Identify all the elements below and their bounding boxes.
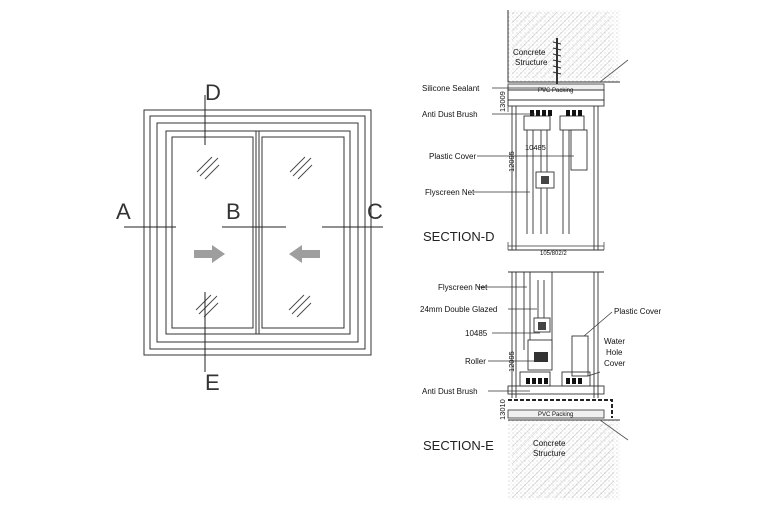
frame-line-3 [156, 122, 359, 343]
section-e-concrete-line1: Concrete [533, 439, 566, 448]
section-d-title: SECTION-D [423, 229, 495, 244]
section-d-concrete-line1: Concrete [513, 48, 546, 57]
label-water-line1: Water [604, 337, 625, 346]
section-e-label-plastic-cover: Plastic Cover [614, 307, 661, 316]
arrow-left-icon [289, 245, 320, 263]
left-glass [171, 136, 254, 329]
section-e-label-flyscreen-net: Flyscreen Net [438, 283, 488, 292]
label-silicone-sealant: Silicone Sealant [422, 84, 480, 93]
outer-frame [143, 109, 372, 356]
section-cut-lines [124, 95, 383, 372]
label-water-line3: Cover [604, 359, 626, 368]
marker-e: E [205, 370, 220, 395]
section-d-label-plastic-cover: Plastic Cover [429, 152, 476, 161]
section-e-dim-13010: 13010 [498, 399, 507, 420]
arrow-right-icon [194, 245, 225, 263]
section-e-concrete-line2: Structure [533, 449, 566, 458]
marker-a: A [116, 199, 131, 224]
section-e-drawing [478, 271, 629, 500]
right-sash [255, 130, 351, 335]
section-d-packing: PVC Packing [538, 88, 573, 94]
section-d-label-flyscreen-net: Flyscreen Net [425, 188, 475, 197]
right-glass [261, 136, 345, 329]
marker-d: D [205, 80, 221, 105]
section-e-dim-12095: 12095 [507, 351, 516, 372]
left-sash [165, 130, 260, 335]
section-d-dim-10485: 10485 [525, 143, 546, 152]
marker-c: C [367, 199, 383, 224]
section-d-bottom-dim: 105/802/2 [540, 251, 567, 257]
glass-reflection-marks [195, 156, 313, 318]
section-e-label-anti-dust-brush: Anti Dust Brush [422, 387, 478, 396]
window-elevation [124, 95, 383, 372]
frame-line-2 [149, 115, 366, 350]
section-d-dim-12095: 12095 [507, 151, 516, 172]
marker-b: B [226, 199, 241, 224]
label-10485: 10485 [465, 329, 488, 338]
section-d-drawing [474, 10, 629, 251]
section-d-concrete-line2: Structure [515, 58, 548, 67]
section-e-title: SECTION-E [423, 438, 494, 453]
section-e-packing: PVC Packing [538, 412, 573, 418]
section-d-label-anti-dust-brush: Anti Dust Brush [422, 110, 478, 119]
label-water-line2: Hole [606, 348, 623, 357]
label-roller: Roller [465, 357, 486, 366]
section-d-dim-13009: 13009 [498, 91, 507, 112]
label-double-glazed: 24mm Double Glazed [420, 305, 497, 314]
